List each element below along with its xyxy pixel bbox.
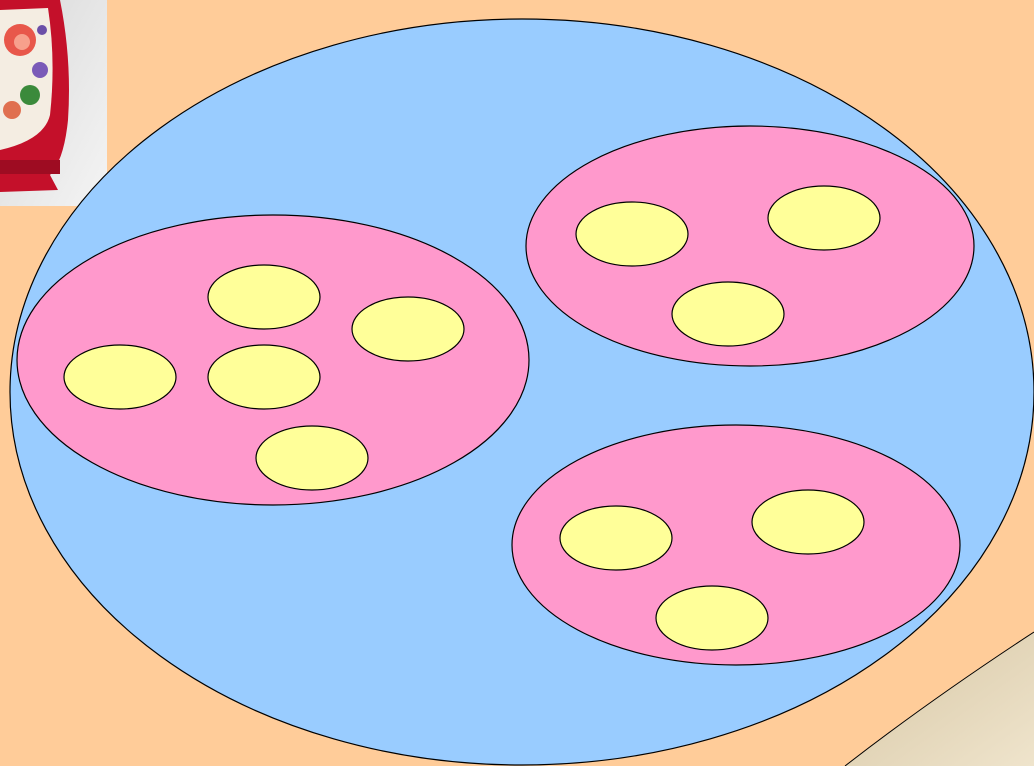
element-oval bbox=[752, 490, 864, 554]
subset-bottom-right bbox=[512, 425, 960, 665]
subset-left bbox=[17, 215, 529, 505]
element-oval bbox=[560, 506, 672, 570]
element-oval bbox=[768, 186, 880, 250]
element-oval bbox=[352, 297, 464, 361]
element-oval bbox=[256, 426, 368, 490]
element-oval bbox=[208, 345, 320, 409]
element-oval bbox=[672, 282, 784, 346]
subset-top-right bbox=[526, 126, 974, 366]
element-oval bbox=[576, 202, 688, 266]
element-oval bbox=[208, 265, 320, 329]
vase-picture bbox=[0, 0, 107, 206]
element-oval bbox=[64, 345, 176, 409]
element-oval bbox=[656, 586, 768, 650]
